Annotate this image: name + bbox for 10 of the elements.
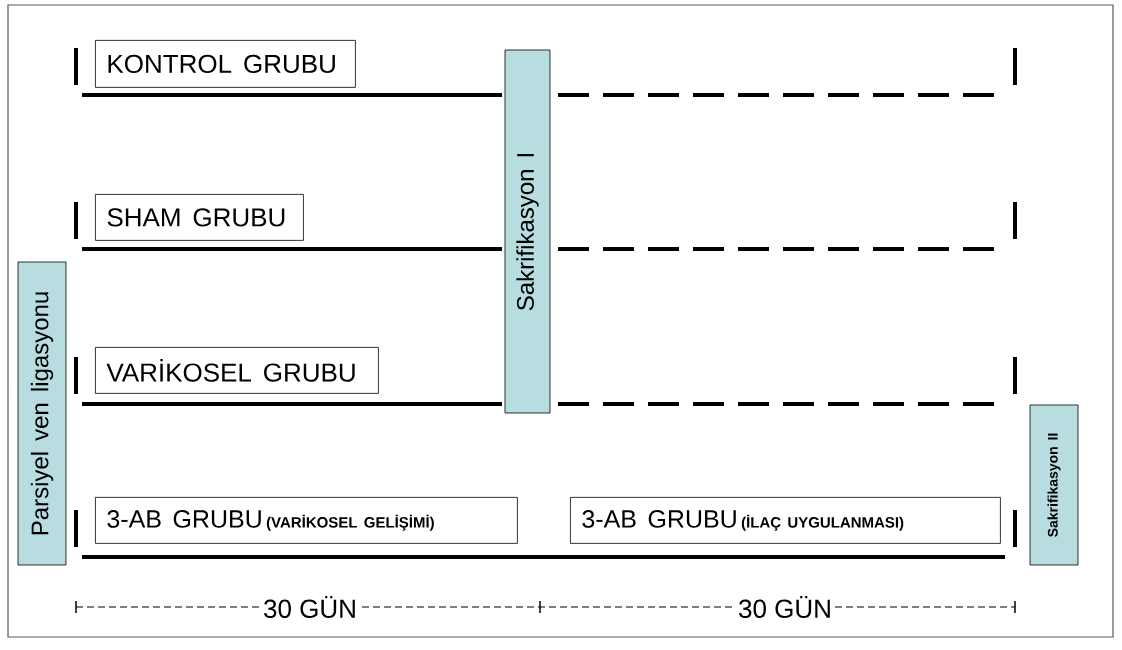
duration-label: 30 GÜN bbox=[260, 593, 360, 621]
group-box: VARİKOSEL GRUBU bbox=[95, 347, 379, 394]
procedure-box: Parsiyel ven ligasyonu bbox=[17, 261, 67, 566]
group-box: 3-AB GRUBU (İLAÇ UYGULANMASI) bbox=[570, 497, 1001, 544]
group-box: 3-AB GRUBU (VARİKOSEL GELİŞİMİ) bbox=[95, 497, 518, 544]
group-box: KONTROL GRUBU bbox=[95, 40, 356, 88]
group-box: SHAM GRUBU bbox=[95, 194, 304, 241]
procedure-box: Sakrifikasyon I bbox=[504, 49, 551, 414]
duration-label: 30 GÜN bbox=[735, 593, 835, 621]
procedure-box: Sakrifikasyon II bbox=[1029, 404, 1079, 566]
